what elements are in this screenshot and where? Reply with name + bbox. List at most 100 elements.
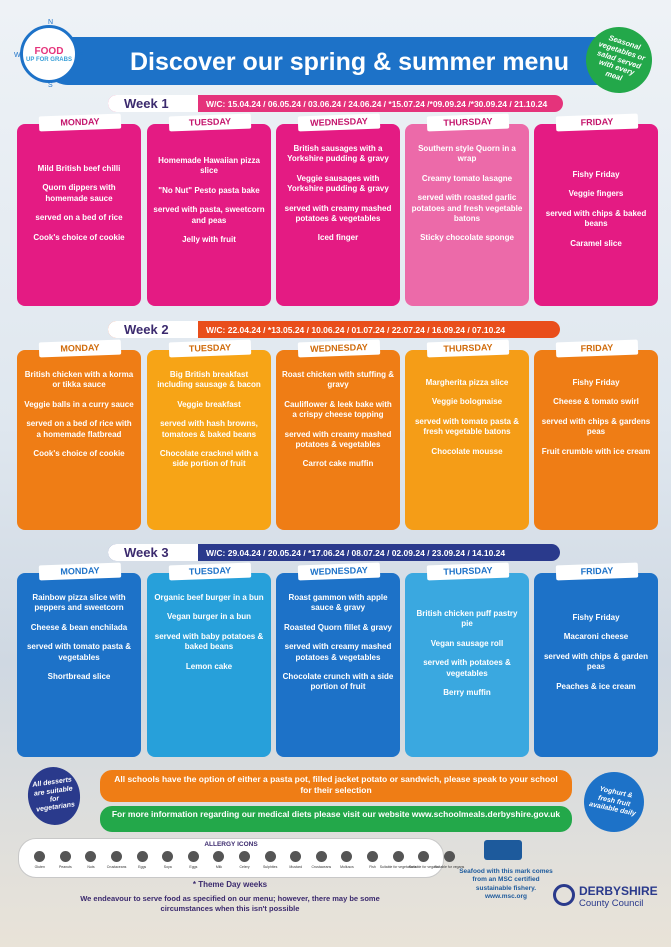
allergy-item: Suitable for vegans xyxy=(434,851,464,869)
allergy-item: Suitable for vegetarians xyxy=(380,851,417,869)
menu-item: Chocolate cracknel with a side portion o… xyxy=(159,448,259,469)
allergy-item: Sulphites xyxy=(257,851,283,869)
website-banner[interactable]: For more information regarding our medic… xyxy=(100,806,572,832)
week3-tuesday-card: TUESDAY Organic beef burger in a bun Veg… xyxy=(147,562,271,757)
menu-item: Roast chicken with stuffing & gravy xyxy=(282,370,395,390)
allergy-item: Peanuts xyxy=(53,851,79,869)
allergy-item: Celery xyxy=(232,851,258,869)
menu-item: Roast gammon with apple sauce & gravy xyxy=(288,593,388,613)
menu-item: served with potatoes & vegetables xyxy=(423,658,511,678)
crustaceans-icon xyxy=(315,851,327,862)
menu-item: Cook's choice of cookie xyxy=(33,232,125,242)
menu-item: served with pasta, sweetcorn and peas xyxy=(153,205,265,225)
peanuts-icon xyxy=(59,851,71,862)
menu-item: Carrot cake muffin xyxy=(302,459,374,469)
menu-item: British chicken puff pastry pie xyxy=(416,609,518,629)
menu-item: served on a bed of rice xyxy=(35,213,123,223)
menu-item: Jelly with fruit xyxy=(182,234,236,244)
compass-south: S xyxy=(48,82,53,89)
menu-item: Macaroni cheese xyxy=(563,632,629,642)
day-label: THURSDAY xyxy=(426,562,510,581)
menu-item: Chocolate crunch with a side portion of … xyxy=(282,671,394,692)
compass-east: E xyxy=(78,52,83,59)
week1-monday-card: MONDAY Mild British beef chilli Quorn di… xyxy=(17,113,141,306)
council-mark-icon xyxy=(553,884,575,906)
week-dates: W/C: 15.04.24 / 06.05.24 / 03.06.24 / 24… xyxy=(206,98,548,109)
menu-item: Cauliflower & leek bake with a crispy ch… xyxy=(284,399,392,420)
msc-note: Seafood with this mark comes from an MSC… xyxy=(459,868,553,901)
day-label: MONDAY xyxy=(38,562,122,581)
yoghurt-badge: Yoghurt & fresh fruit available daily xyxy=(578,766,650,838)
week3-wednesday-card: WEDNESDAY Roast gammon with apple sauce … xyxy=(276,562,400,757)
day-label: FRIDAY xyxy=(555,339,639,358)
theme-day-note: * Theme Day weeks xyxy=(192,880,268,889)
menu-item: Cook's choice of cookie xyxy=(33,448,125,458)
week-label: Week 2 xyxy=(108,321,198,338)
week2-thursday-card: THURSDAY Margherita pizza slice Veggie b… xyxy=(405,339,529,530)
menu-item: Organic beef burger in a bun xyxy=(154,593,264,602)
day-label: TUESDAY xyxy=(168,339,252,358)
menu-item: Quorn dippers with homemade sauce xyxy=(42,183,116,203)
menu-item: Creamy tomato lasagne xyxy=(421,173,513,183)
options-banner: All schools have the option of either a … xyxy=(100,770,572,802)
menu-item: Iced finger xyxy=(317,233,359,243)
week1-wednesday-card: WEDNESDAY British sausages with a Yorksh… xyxy=(276,113,400,306)
fish-icon xyxy=(367,851,379,862)
day-label: WEDNESDAY xyxy=(297,113,381,132)
molluscs-icon xyxy=(341,851,353,862)
allergy-item: Suitable for vegans xyxy=(409,851,439,869)
day-label: FRIDAY xyxy=(555,113,639,132)
week2-tuesday-card: TUESDAY Big British breakfast including … xyxy=(147,339,271,530)
logo-text: FOOD xyxy=(34,45,64,57)
nuts-icon xyxy=(85,851,97,862)
allergy-legend: ALLERGY ICONS Gluten Peanuts Nuts Crusta… xyxy=(18,838,464,878)
seasonal-badge: Seasonal vegetables or salad served with… xyxy=(577,18,661,102)
crustaceans-icon xyxy=(111,851,123,862)
msc-logo-icon xyxy=(484,840,522,860)
week-label: Week 1 xyxy=(108,95,198,112)
logo-subtext: UP FOR GRABS xyxy=(26,56,72,63)
menu-item: served with roasted garlic potatoes and … xyxy=(411,193,523,223)
menu-item: Berry muffin xyxy=(443,687,491,697)
menu-item: served with baby potatoes & baked beans xyxy=(154,631,264,652)
day-label: MONDAY xyxy=(38,339,122,358)
menu-item: Veggie bolognaise xyxy=(431,397,503,407)
vegan-icon xyxy=(443,851,455,862)
vegan-icon xyxy=(418,851,430,862)
compass-west: W xyxy=(14,52,21,59)
menu-item: Cheese & tomato swirl xyxy=(553,397,639,407)
soya-icon xyxy=(162,851,174,862)
menu-item: "No Nut" Pesto pasta bake xyxy=(158,185,260,195)
menu-item: British sausages with a Yorkshire puddin… xyxy=(287,144,389,164)
menu-item: served with tomato pasta & fresh vegetab… xyxy=(414,416,520,437)
allergy-item: Mustard xyxy=(283,851,309,869)
menu-item: Southern style Quorn in a wrap xyxy=(418,144,516,164)
allergy-item: Gluten xyxy=(27,851,53,869)
milk-icon xyxy=(213,851,225,862)
menu-item: British chicken with a korma or tikka sa… xyxy=(24,370,134,390)
allergy-item: Eggs xyxy=(129,851,155,869)
week-3-banner: Week 3 W/C: 29.04.24 / 20.05.24 / *17.06… xyxy=(108,544,560,561)
day-label: THURSDAY xyxy=(426,113,510,132)
allergy-item: Fish xyxy=(360,851,386,869)
day-label: THURSDAY xyxy=(426,339,510,358)
week1-tuesday-card: TUESDAY Homemade Hawaiian pizza slice "N… xyxy=(147,113,271,306)
sulphites-icon xyxy=(264,851,276,862)
week3-friday-card: FRIDAY Fishy Friday Macaroni cheese serv… xyxy=(534,562,658,757)
menu-item: served with hash browns, tomatoes & bake… xyxy=(160,419,258,439)
eggs-icon xyxy=(187,851,199,862)
menu-item: Fishy Friday xyxy=(572,170,620,179)
council-subtitle: County Council xyxy=(579,898,644,909)
day-label: MONDAY xyxy=(38,113,122,132)
disclaimer: We endeavour to serve food as specified … xyxy=(80,894,380,913)
mustard-icon xyxy=(290,851,302,862)
week-label: Week 3 xyxy=(108,544,198,561)
vegetarian-icon xyxy=(392,851,404,862)
celery-icon xyxy=(239,851,251,862)
council-name: DERBYSHIRE xyxy=(579,884,658,898)
menu-item: Mild British beef chilli xyxy=(37,164,121,173)
menu-item: Rainbow pizza slice with peppers and swe… xyxy=(32,593,126,613)
allergy-item: Molluscs xyxy=(334,851,360,869)
allergy-title: ALLERGY ICONS xyxy=(204,841,258,848)
week-dates: W/C: 22.04.24 / *13.05.24 / 10.06.24 / 0… xyxy=(206,324,506,335)
